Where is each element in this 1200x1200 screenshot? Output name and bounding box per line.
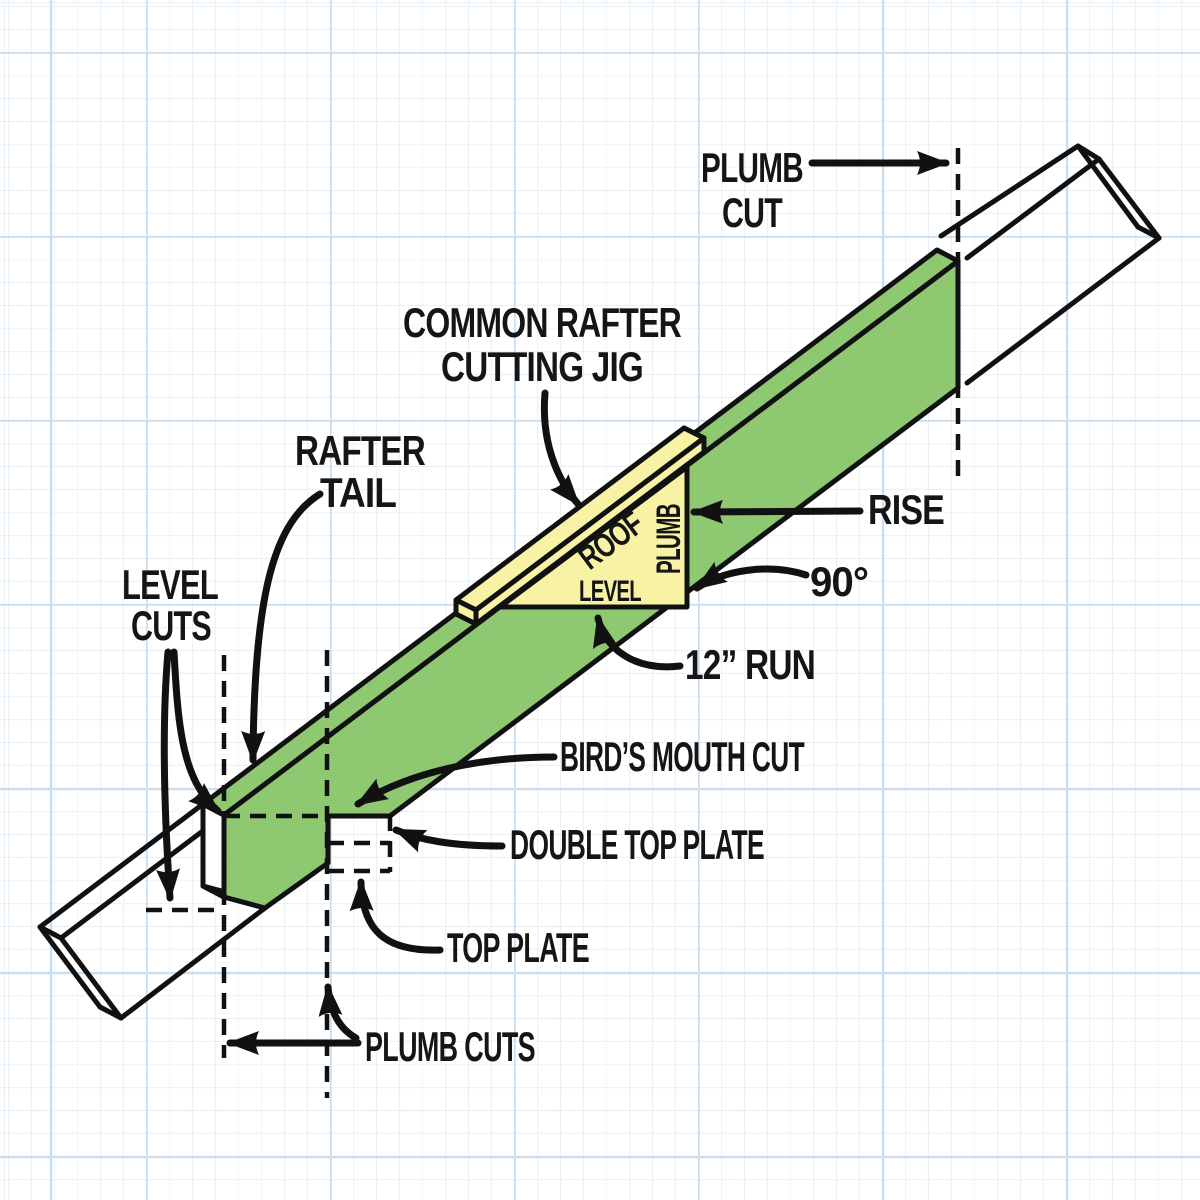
- rafter-tail-label-line2: TAIL: [320, 469, 396, 516]
- cutoff-ridge-outline: [938, 143, 1162, 386]
- rise-arrow: [690, 499, 864, 524]
- tail-ghost-bottom-edge: [118, 905, 268, 1021]
- plumb-cut-label-line2: CUT: [722, 189, 783, 236]
- double-top-plate-arrow: [392, 826, 506, 853]
- angle-90-arrow: [693, 561, 810, 592]
- level-cuts-label-line1: LEVEL: [122, 561, 218, 608]
- plumb-cuts-label: PLUMB CUTS: [365, 1023, 535, 1070]
- double-top-plate-label: DOUBLE TOP PLATE: [510, 821, 764, 868]
- labels: PLUMB CUT COMMON RAFTER CUTTING JIG RAFT…: [122, 144, 945, 1070]
- top-plate-label: TOP PLATE: [447, 924, 589, 971]
- rise-label: RISE: [868, 486, 944, 533]
- jig-fence-lower-end: [453, 597, 479, 627]
- level-cuts-label-line2: CUTS: [131, 602, 211, 649]
- run-12-arrow: [592, 614, 684, 671]
- tail-plumb-cut-face: [200, 801, 227, 900]
- tail-ghost-inner-top-edge: [58, 821, 215, 941]
- birds-mouth-cut-label: BIRD’S MOUTH CUT: [560, 733, 805, 780]
- level-cuts-arrow-upper: [170, 648, 222, 815]
- tail-ghost-top-edge: [37, 801, 206, 930]
- cutting-jig: ROOF PLUMB LEVEL: [453, 425, 707, 627]
- cutoff-tail-outline: [37, 801, 268, 1021]
- ridge-ghost-inner-top-edge: [964, 156, 1102, 261]
- angle-90-label: 90°: [810, 558, 868, 605]
- run-12-label: 12” RUN: [685, 641, 815, 688]
- birds-mouth-arrow: [354, 753, 558, 808]
- level-cuts-arrow-lower: [156, 648, 181, 902]
- plumb-cut-label-line1: PLUMB: [701, 144, 803, 191]
- plumb-cuts-arrow-up: [318, 983, 360, 1042]
- jig-plumb-marking: PLUMB: [650, 504, 688, 574]
- jig-level-marking: LEVEL: [579, 575, 641, 608]
- rafter-tail-label-line1: RAFTER: [295, 427, 426, 474]
- cutting-jig-label-line1: COMMON RAFTER: [403, 299, 682, 346]
- ridge-ghost-bottom-edge: [964, 235, 1162, 386]
- ridge-ghost-end-edge: [1075, 143, 1141, 230]
- top-plate-arrow: [349, 878, 444, 954]
- tail-ghost-end-edge: [37, 924, 103, 1010]
- cutting-jig-label-line2: CUTTING JIG: [441, 343, 643, 390]
- callout-arrows: [156, 151, 950, 1055]
- rafter-tail-arrow: [241, 490, 324, 764]
- dashed-reference-lines: [146, 148, 961, 1098]
- cutting-jig-arrow: [540, 389, 582, 508]
- ridge-ghost-top-edge: [938, 143, 1081, 239]
- ridge-ghost-front-end-edge: [1096, 156, 1162, 241]
- tail-ghost-front-end-edge: [58, 935, 124, 1021]
